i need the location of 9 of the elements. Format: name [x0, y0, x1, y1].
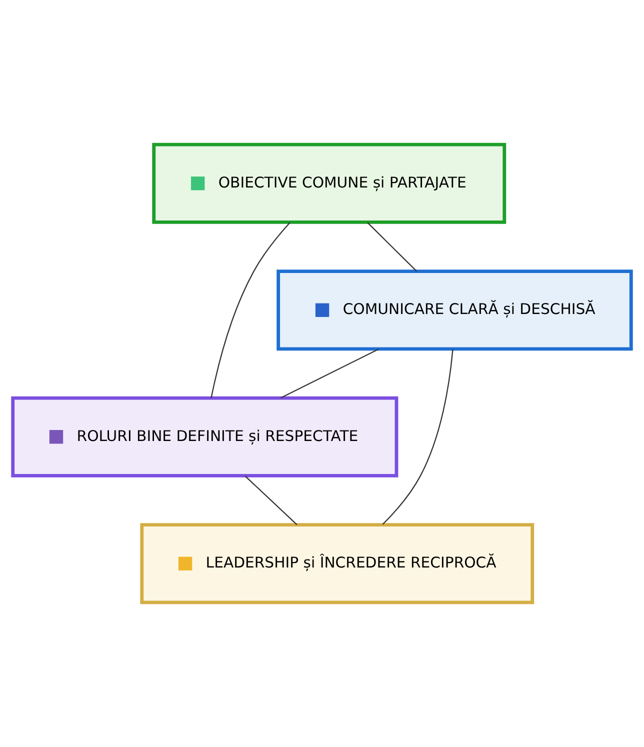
- connector: [382, 349, 454, 525]
- node-box: LEADERSHIP și ÎNCREDERE RECIPROCĂ: [140, 523, 534, 604]
- connector: [244, 476, 298, 526]
- node-box: OBIECTIVE COMUNE și PARTAJATE: [152, 142, 506, 224]
- connector: [280, 348, 379, 398]
- node-box: COMUNICARE CLARĂ și DESCHISĂ: [276, 270, 633, 351]
- connector: [367, 222, 417, 272]
- connector: [210, 222, 290, 398]
- node-box: ROLURI BINE DEFINITE și RESPECTATE: [11, 396, 398, 478]
